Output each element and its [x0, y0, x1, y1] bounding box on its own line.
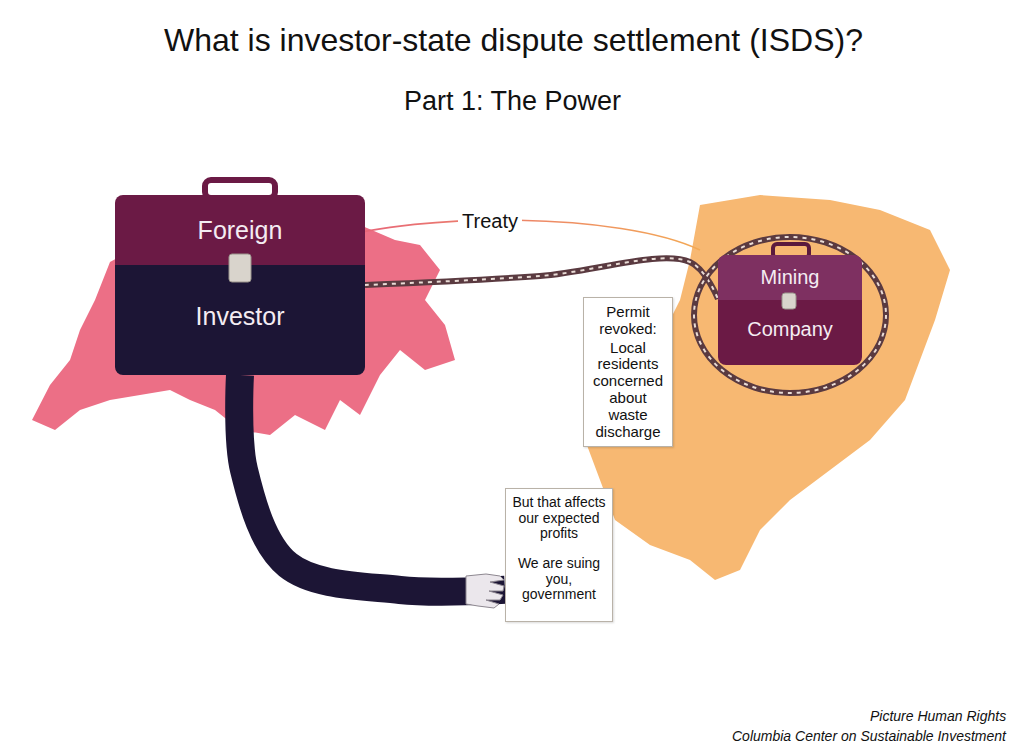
title: What is investor-state dispute settlemen… [164, 22, 863, 59]
credit-text: Picture Human Rights [870, 708, 1006, 724]
briefcase-box: MiningCompany [718, 255, 862, 365]
rope-twist [365, 258, 718, 299]
note-text: But that affects our expected profits [511, 495, 607, 542]
note-text: We are suing you, government [511, 556, 607, 603]
briefcase-label: Company [718, 315, 862, 343]
arm-connector [239, 375, 505, 592]
treaty-label: Treaty [458, 210, 522, 233]
briefcase-clasp [228, 253, 252, 283]
note-text: Local residents concerned about waste di… [589, 340, 667, 441]
note-box: Permit revoked:Local residents concerned… [583, 297, 673, 447]
briefcase-box: ForeignInvestor [115, 195, 365, 375]
credit-text: Columbia Center on Sustainable Investmen… [732, 728, 1006, 744]
note-text: Permit revoked: [589, 304, 667, 338]
rope-loop [694, 237, 886, 393]
note-box: But that affects our expected profits We … [505, 488, 613, 622]
briefcase-clasp [781, 292, 797, 310]
briefcase-label: Mining [718, 263, 862, 291]
hand [466, 574, 504, 608]
briefcase-label: Investor [115, 298, 365, 334]
rope-loop-twist [694, 237, 886, 393]
rope-connector [365, 258, 718, 299]
subtitle: Part 1: The Power [404, 86, 621, 117]
lesotho-map [585, 195, 950, 580]
briefcase-label: Foreign [115, 212, 365, 248]
